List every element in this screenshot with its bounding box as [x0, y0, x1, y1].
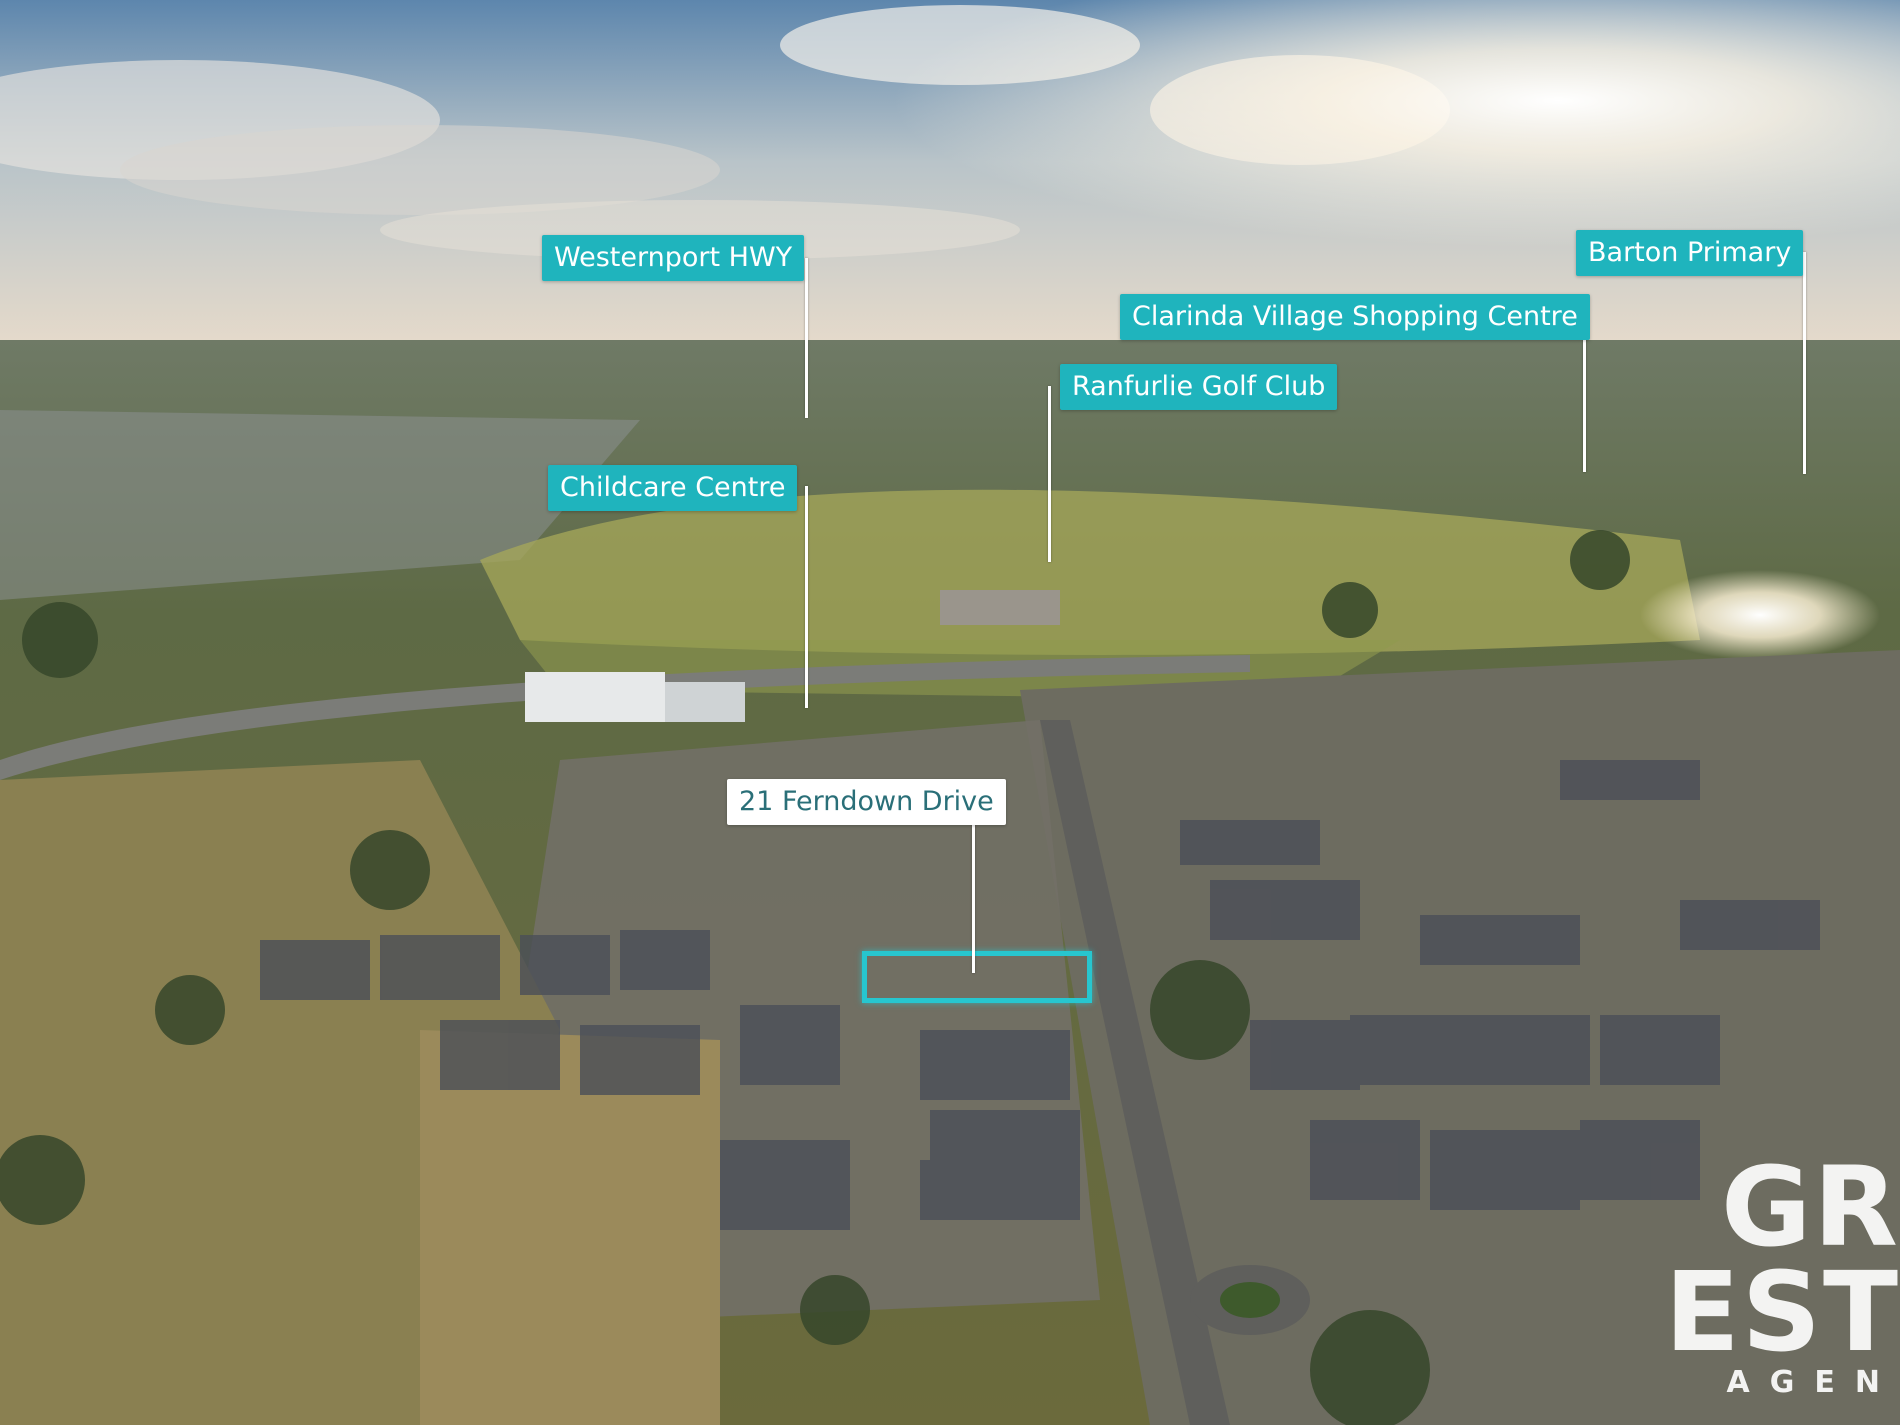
leader-line	[805, 258, 808, 418]
label-21-ferndown-drive: 21 Ferndown Drive	[727, 779, 1006, 825]
leader-line	[972, 805, 975, 973]
agency-logo-watermark: GR EST AGEN	[1660, 1143, 1900, 1403]
leader-line	[1803, 252, 1806, 474]
logo-text-line2: EST	[1664, 1248, 1900, 1376]
leader-line	[1583, 316, 1586, 472]
label-barton-primary: Barton Primary	[1576, 230, 1804, 276]
logo-text-line3: AGEN	[1726, 1365, 1900, 1400]
label-childcare-centre: Childcare Centre	[548, 465, 798, 511]
label-westernport-hwy: Westernport HWY	[542, 235, 805, 281]
leader-line	[1048, 386, 1051, 562]
logo-text-line1: GR	[1721, 1143, 1900, 1271]
leader-line	[805, 486, 808, 708]
label-clarinda-village-shopping-centre: Clarinda Village Shopping Centre	[1120, 294, 1590, 340]
property-highlight	[862, 951, 1092, 1003]
label-ranfurlie-golf-club: Ranfurlie Golf Club	[1060, 364, 1338, 410]
